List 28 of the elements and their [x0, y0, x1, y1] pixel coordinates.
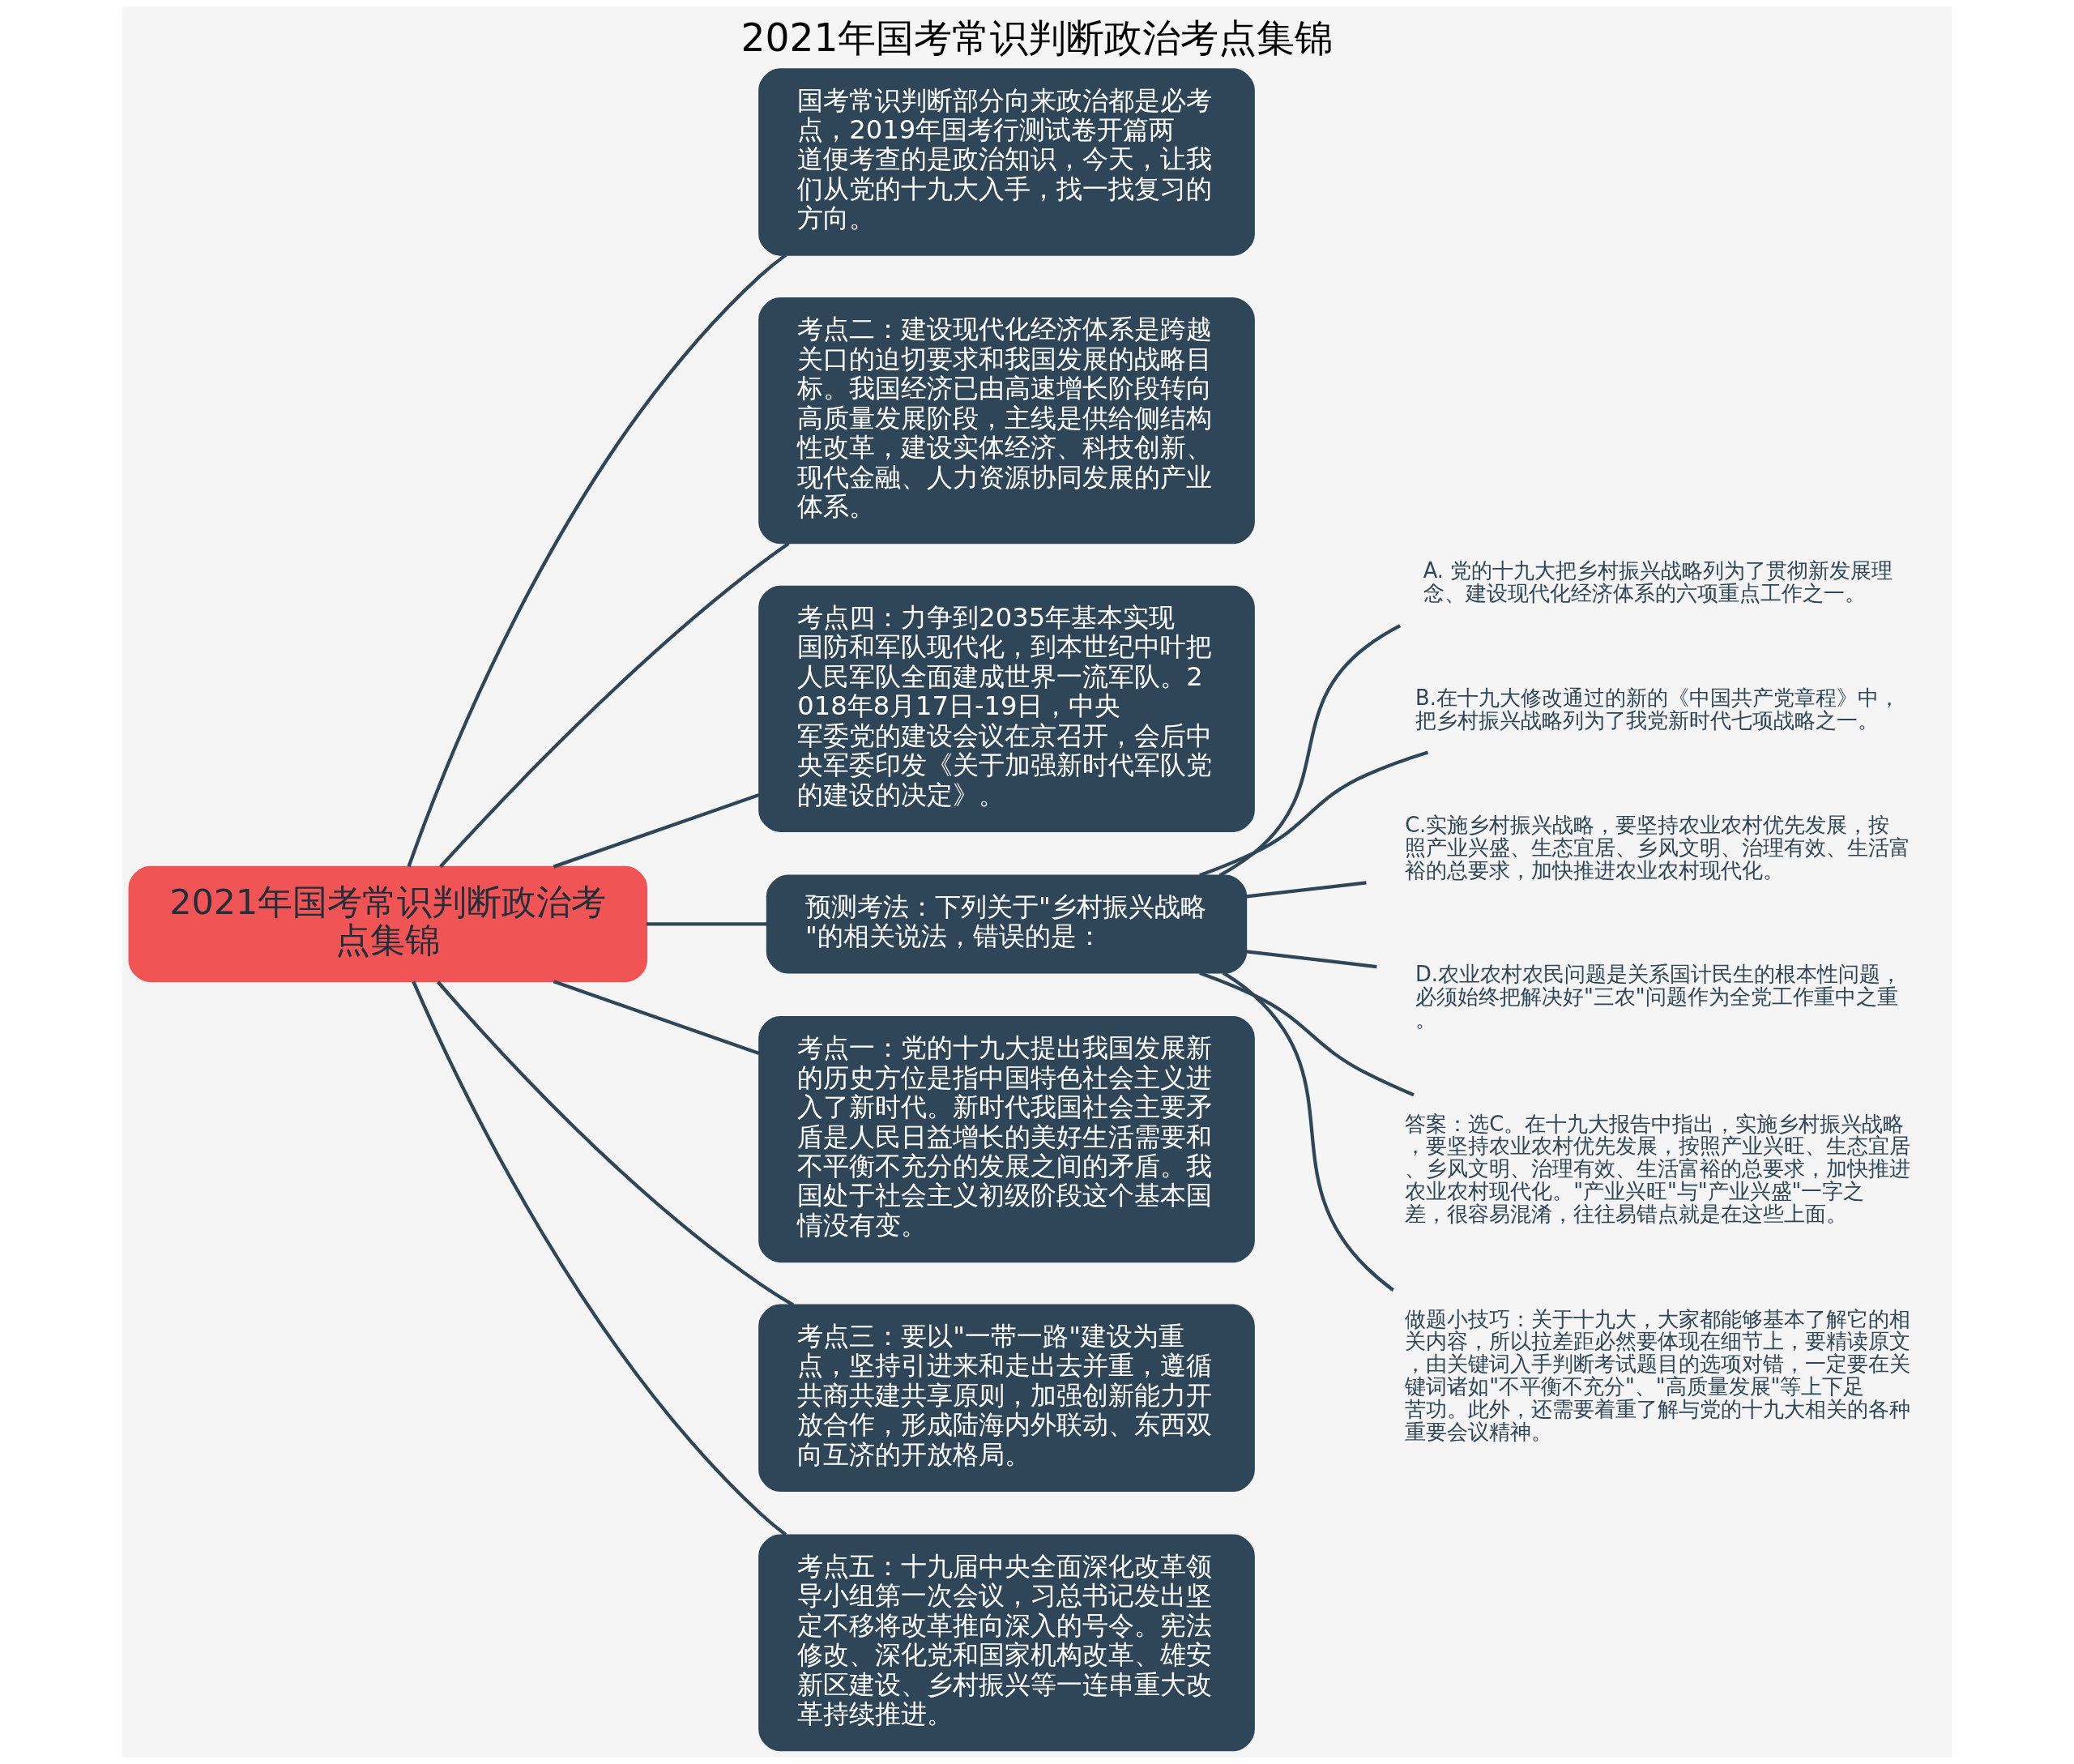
node-box: 预测考法：下列关于"乡村振兴战略"的相关说法，错误的是：	[766, 874, 1248, 974]
node-box: 考点四：力争到2035年基本实现国防和军队现代化，到本世纪中叶把人民军队全面建成世界一流军队。2018年8月17日-19日，中央军委党的建设会议在京召开，会后中央军委印发《关于加强新时代军队党的建设的决定》。	[758, 585, 1255, 832]
connector	[436, 980, 795, 1307]
connector	[553, 792, 760, 869]
node-box: 国考常识判断部分向来政治都是必考点，2019年国考行测试卷开篇两道便考查的是政治知识，今天，让我们从党的十九大入手，找一找复习的方向。	[758, 68, 1255, 256]
node-box: 考点三：要以"一带一路"建设为重点，坚持引进来和走出去并重，遵循共商共建共享原则，加强创新能力开放合作，形成陆海内外联动、东西双向互济的开放格局。	[758, 1304, 1255, 1492]
connector	[1199, 750, 1429, 878]
node-box: 考点五：十九届中央全面深化改革领导小组第一次会议，习总书记发出坚定不移将改革推向深入的号令。宪法修改、深化党和国家机构改革、雄安新区建设、乡村振兴等一连串重大改革持续推进。	[758, 1534, 1255, 1752]
connector	[412, 980, 787, 1536]
connector	[1246, 881, 1367, 899]
connector	[1222, 971, 1394, 1292]
node-text: 做题小技巧：关于十九大，大家都能够基本了解它的相关内容，所以拉差距必然要体现在细节上，要精读原文，由关键词入手判断考试题目的选项对错，一定要在关键词诸如"不平衡不充分"、"高质量发展"等上下足苦功。此外，还需要着重了解与党的十九大相关的各种重要会议精神。	[1405, 1306, 1911, 1444]
node-text: 答案：选C。在十九大报告中指出，实施乡村振兴战略，要坚持农业农村优先发展，按照产业兴旺、生态宜居、乡风文明、治理有效、生活富裕的总要求，加快推进农业农村现代化。"产业兴旺"与"产业兴盛"一字之差，很容易混淆，往往易错点就是在这些上面。	[1405, 1111, 1911, 1226]
connector	[1199, 971, 1415, 1097]
node-box: 考点二：建设现代化经济体系是跨越关口的迫切要求和我国发展的战略目标。我国经济已由高速增长阶段转向高质量发展阶段，主线是供给侧结构性改革，建设实体经济、科技创新、现代金融、人力资源协同发展的产业体系。	[758, 297, 1255, 545]
connector	[553, 980, 760, 1055]
node-text: B.在十九大修改通过的新的《中国共产党章程》中，把乡村振兴战略列为了我党新时代七项战略之一。	[1415, 685, 1900, 733]
node-box: 考点一：党的十九大提出我国发展新的历史方位是指中国特色社会主义进入了新时代。新时代我国社会主要矛盾是人民日益增长的美好生活需要和不平衡不充分的发展之间的矛盾。我国处于社会主义初级阶段这个基本国情没有变。	[758, 1016, 1255, 1263]
connector	[407, 253, 787, 868]
connector	[1218, 624, 1402, 878]
connector	[647, 922, 767, 926]
node-text: C.实施乡村振兴战略，要坚持农业农村优先发展，按照产业兴盛、生态宜居、乡风文明、治理有效、生活富裕的总要求，加快推进农业农村现代化。	[1405, 813, 1911, 882]
connector	[1246, 950, 1377, 969]
node-box: 2021年国考常识判断政治考点集锦	[128, 865, 648, 983]
connector	[439, 542, 790, 869]
node-text: A. 党的十九大把乡村振兴战略列为了贯彻新发展理念、建设现代化经济体系的六项重点工作之一。	[1423, 558, 1893, 606]
node-text: D.农业农村农民问题是关系国计民生的根本性问题，必须始终把解决好"三农"问题作为全党工作重中之重。	[1415, 962, 1901, 1032]
diagram-title: 2021年国考常识判断政治考点集锦	[740, 15, 1334, 61]
